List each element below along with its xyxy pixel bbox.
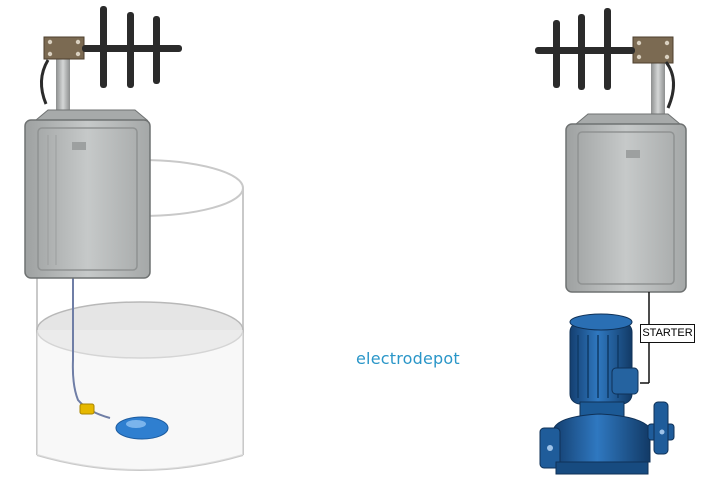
right-mast (651, 60, 665, 120)
left-antenna-assembly (24, 6, 182, 279)
yagi-antenna-icon (82, 6, 182, 88)
right-enclosure (565, 123, 687, 293)
float-switch-icon (115, 416, 169, 440)
left-enclosure-top (34, 109, 149, 121)
pump-base (555, 461, 649, 475)
yagi-antenna-icon (535, 8, 635, 90)
pump-terminal-box (611, 367, 639, 395)
left-enclosure (24, 119, 151, 279)
water-tank (36, 159, 244, 471)
starter-label: STARTER (640, 324, 695, 343)
left-mast (56, 55, 70, 115)
water-pump-icon (539, 313, 675, 475)
right-enclosure-top (574, 113, 682, 125)
starter-wiring (640, 292, 650, 384)
float-switch (71, 275, 169, 440)
pump-volute (553, 413, 651, 463)
watermark-text: electrodepot (356, 349, 460, 368)
right-antenna-assembly (535, 8, 687, 293)
cable-clip (79, 403, 95, 415)
